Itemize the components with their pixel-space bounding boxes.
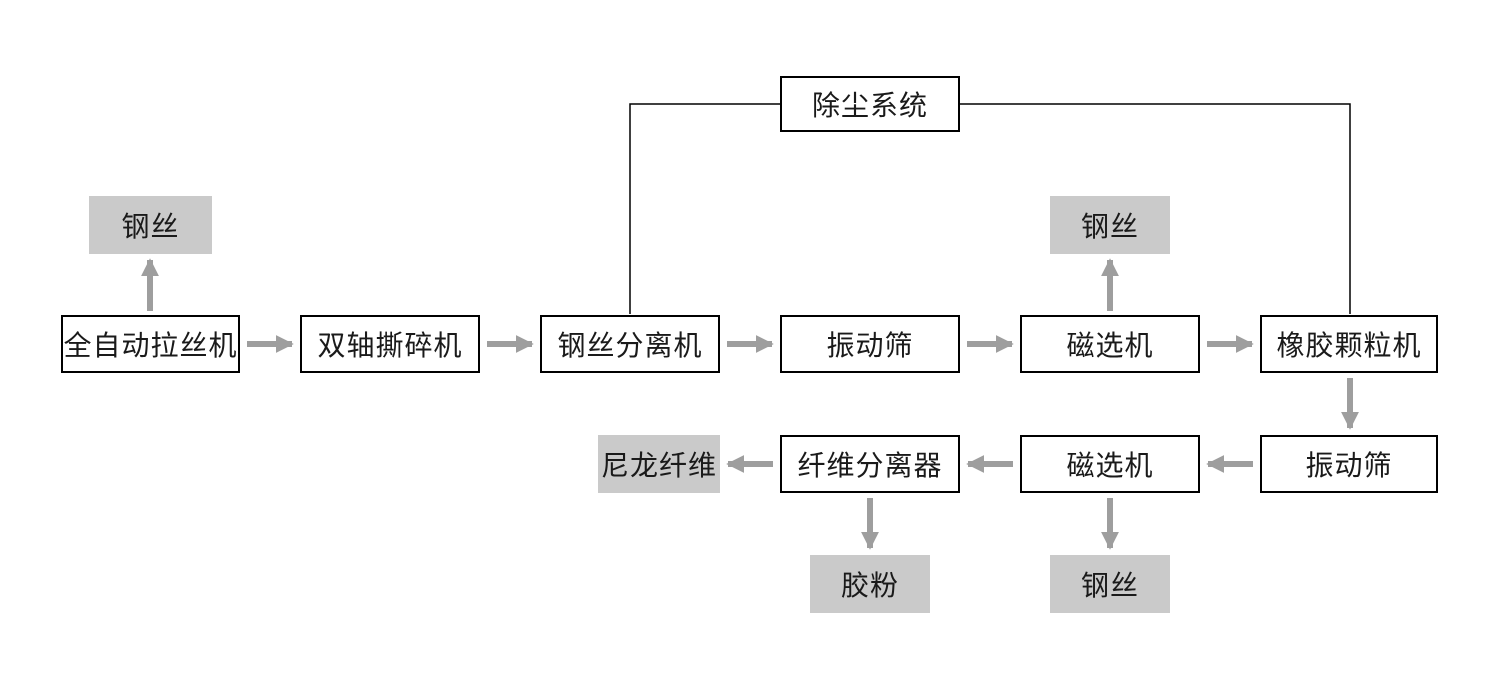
node-dual-shaft-shredder: 双轴撕碎机 <box>300 315 480 373</box>
node-steel-wire-output-2: 钢丝 <box>1050 196 1170 254</box>
node-fiber-separator: 纤维分离器 <box>780 435 960 493</box>
dust-line-to-wire-separator <box>629 103 780 314</box>
node-vibrating-screen-1: 振动筛 <box>780 315 960 373</box>
node-vibrating-screen-2: 振动筛 <box>1260 435 1438 493</box>
node-magnetic-separator-1: 磁选机 <box>1020 315 1200 373</box>
node-steel-wire-output-1: 钢丝 <box>89 196 212 254</box>
node-rubber-granulator: 橡胶颗粒机 <box>1260 315 1438 373</box>
node-rubber-powder-output: 胶粉 <box>810 555 930 613</box>
node-wire-separator: 钢丝分离机 <box>540 315 720 373</box>
node-nylon-fiber-output: 尼龙纤维 <box>598 435 720 493</box>
node-dust-system: 除尘系统 <box>780 76 960 132</box>
node-magnetic-separator-2: 磁选机 <box>1020 435 1200 493</box>
node-wire-drawing-machine: 全自动拉丝机 <box>61 315 240 373</box>
node-steel-wire-output-3: 钢丝 <box>1050 555 1170 613</box>
